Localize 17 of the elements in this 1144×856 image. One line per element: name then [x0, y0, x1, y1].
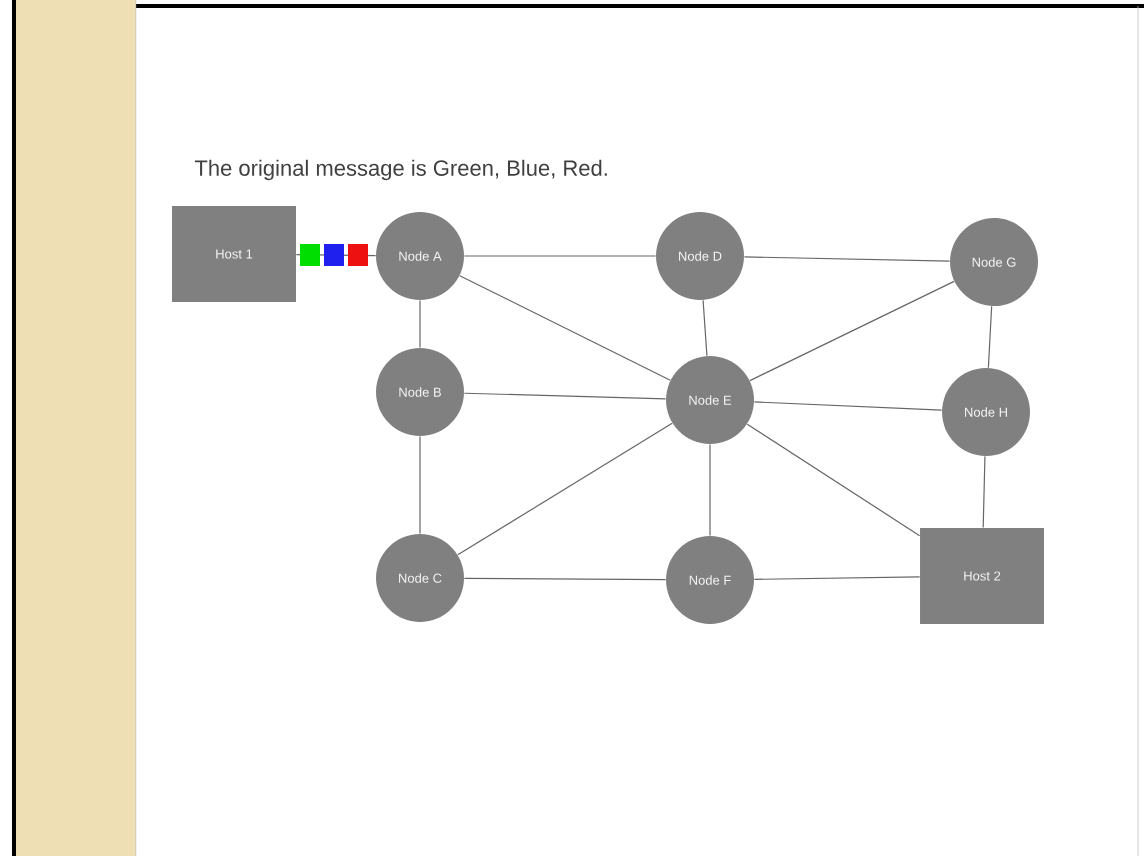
- connector-line: [753, 401, 943, 411]
- connector-line: [463, 255, 657, 257]
- connector-line: [709, 443, 711, 537]
- connector-line: [463, 577, 667, 581]
- connector-line: [746, 423, 921, 537]
- connector-line: [982, 455, 986, 529]
- title: The original message is Green, Blue, Red.: [194, 159, 607, 181]
- connector-line: [457, 422, 673, 556]
- connector-line: [749, 280, 955, 382]
- connector-line: [459, 275, 671, 381]
- connector-line: [743, 256, 951, 262]
- connector-line: [419, 435, 421, 535]
- connector-line: [419, 299, 421, 349]
- connector-line: [753, 576, 921, 580]
- connector-line: [463, 392, 667, 400]
- connector-line: [987, 305, 993, 369]
- connector-line: [702, 299, 708, 357]
